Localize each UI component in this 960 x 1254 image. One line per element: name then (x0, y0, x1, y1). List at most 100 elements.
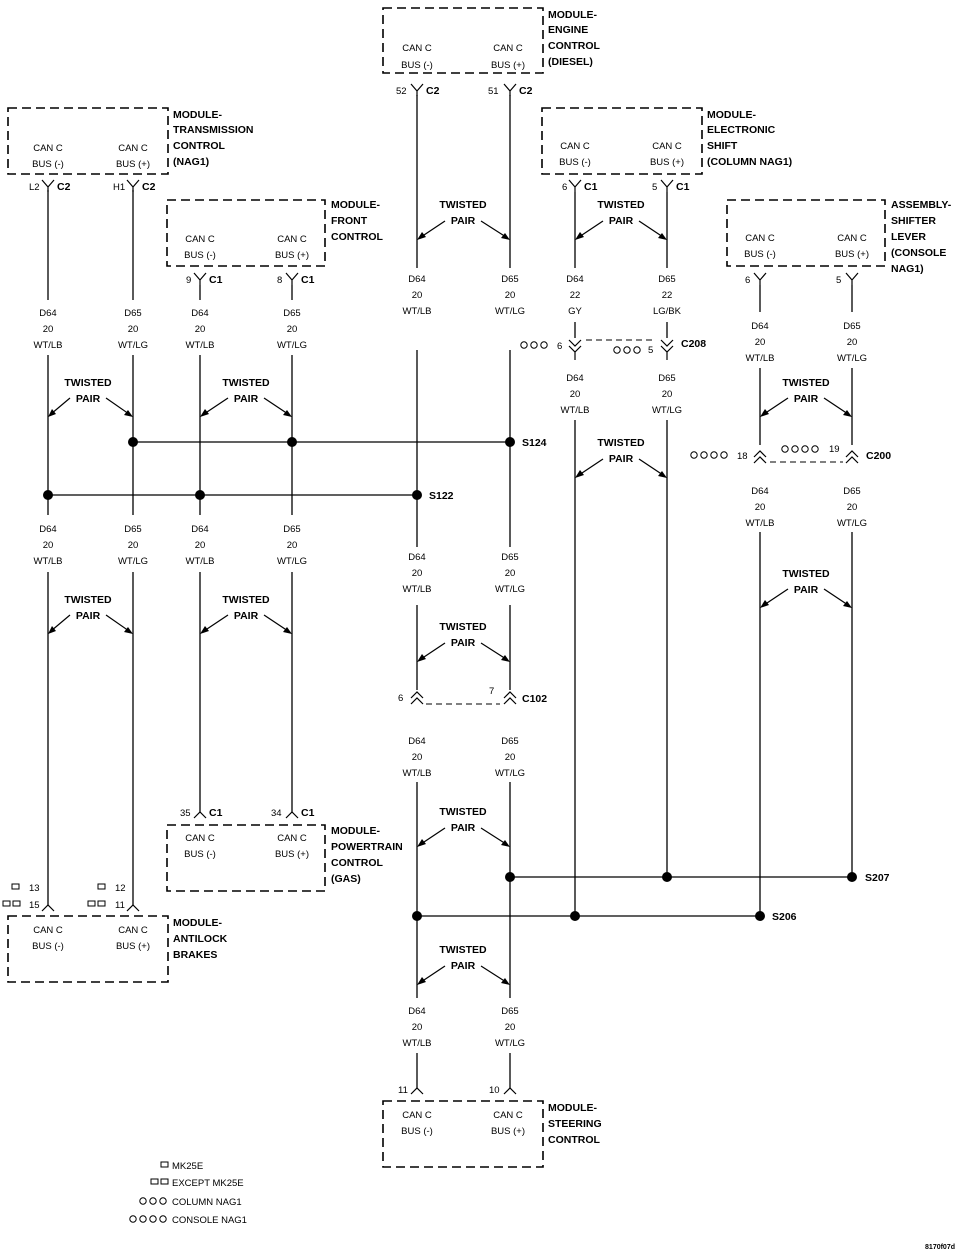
esm-name-line2: ELECTRONIC (707, 124, 776, 136)
svg-text:20: 20 (412, 568, 423, 579)
legend-column-marker-c (159, 1197, 167, 1205)
esm-bus-minus-line1: CAN C (560, 141, 590, 152)
svg-text:WT/LB: WT/LB (185, 340, 214, 351)
svg-text:PAIR: PAIR (609, 453, 634, 465)
scm-bus-minus-line1: CAN C (402, 1110, 432, 1121)
wire-label-trunk-d64-a: D64 20 WT/LB (402, 552, 431, 595)
asl-pin6-symbol (753, 272, 767, 285)
twisted-pair-tcm-lower: TWISTED PAIR (48, 594, 133, 634)
svg-text:WT/LG: WT/LG (277, 340, 307, 351)
twisted-pair-trunk-b: TWISTED PAIR (417, 806, 510, 847)
svg-text:20: 20 (287, 540, 298, 551)
asl-name-line1: ASSEMBLY- (891, 199, 952, 211)
esm-bus-minus-line2: BUS (-) (559, 157, 591, 168)
asl-pin-plus: 5 (836, 275, 841, 286)
abs-plus-except-marker-a (87, 900, 96, 907)
module-electronic-shift: CAN C BUS (-) CAN C BUS (+) MODULE- ELEC… (541, 107, 792, 175)
esm-bus-plus-line1: CAN C (652, 141, 682, 152)
svg-text:20: 20 (505, 568, 516, 579)
esm-pin-minus: 6 (562, 182, 567, 193)
svg-text:WT/LG: WT/LG (495, 768, 525, 779)
ecm-pin52-symbol (410, 83, 424, 96)
ecm-name-line4: (DIESEL) (548, 56, 593, 68)
esm-name-line4: (COLUMN NAG1) (707, 156, 792, 168)
c200-pin-minus: 18 (737, 451, 748, 462)
abs-pin-minus-except: 15 (29, 900, 40, 911)
wire-label-trunk-d65-c: D65 20 WT/LG (495, 1006, 525, 1049)
ecm-name-line1: MODULE- (548, 9, 597, 21)
wire-label-esm-d65-20: D65 20 WT/LG (652, 373, 682, 416)
svg-text:D64: D64 (751, 486, 768, 497)
legend: MK25E EXCEPT MK25E COLUMN NAG1 CONSOLE N… (129, 1161, 247, 1226)
svg-text:20: 20 (412, 752, 423, 763)
c208-minus-marker-b (530, 341, 538, 349)
ecm-pin-plus: 51 (488, 86, 499, 97)
asl-bus-minus-line2: BUS (-) (744, 249, 776, 260)
scm-pin11-symbol (410, 1087, 424, 1095)
tcm-connector-minus: C2 (57, 181, 71, 193)
svg-text:WT/LB: WT/LB (402, 584, 431, 595)
wire-label-ecm-d64: D64 20 WT/LB (402, 274, 431, 317)
c208-plus-marker-c (633, 346, 641, 354)
svg-text:TWISTED: TWISTED (439, 621, 487, 633)
wire-label-ecm-d65: D65 20 WT/LG (495, 274, 525, 317)
svg-text:WT/LG: WT/LG (837, 353, 867, 364)
fcm-name-line3: CONTROL (331, 231, 383, 243)
pcm-name-line2: POWERTRAIN (331, 841, 403, 853)
svg-text:WT/LB: WT/LB (402, 1038, 431, 1049)
legend-console-marker-b (139, 1215, 147, 1223)
tcm-connector-plus: C2 (142, 181, 156, 193)
wire-label-tcm-d64-lower: D64 20 WT/LB (33, 524, 62, 567)
tcm-bus-plus-line1: CAN C (118, 143, 148, 154)
svg-text:20: 20 (505, 1022, 516, 1033)
scm-pin-plus: 10 (489, 1085, 500, 1096)
svg-text:D64: D64 (408, 1006, 425, 1017)
tcm-name-line4: (NAG1) (173, 156, 209, 168)
c200-plus-marker-c (801, 445, 809, 453)
svg-text:PAIR: PAIR (76, 610, 101, 622)
svg-text:WT/LG: WT/LG (118, 340, 148, 351)
splice-s206-c (755, 911, 765, 921)
fcm-pin9-symbol (193, 272, 207, 285)
pcm-name-line1: MODULE- (331, 825, 380, 837)
esm-pin-plus: 5 (652, 182, 657, 193)
abs-pin12-symbol (126, 904, 140, 912)
svg-text:20: 20 (505, 290, 516, 301)
svg-text:PAIR: PAIR (76, 393, 101, 405)
ecm-bus-plus-line1: CAN C (493, 43, 523, 54)
svg-text:WT/LG: WT/LG (495, 306, 525, 317)
legend-except-mk25e: EXCEPT MK25E (172, 1178, 244, 1189)
splice-s124-c (505, 437, 515, 447)
tcm-bus-plus-line2: BUS (+) (116, 159, 150, 170)
c208-plus-marker-a (613, 346, 621, 354)
asl-pin5-symbol (845, 272, 859, 285)
svg-text:PAIR: PAIR (451, 215, 476, 227)
abs-plus-except-marker-b (97, 900, 106, 907)
wire-label-fcm-d64-lower: D64 20 WT/LB (185, 524, 214, 567)
pcm-pin-plus: 34 (271, 808, 282, 819)
twisted-pair-asl-upper: TWISTED PAIR (760, 377, 852, 417)
wire-label-trunk-d64-c: D64 20 WT/LB (402, 1006, 431, 1049)
svg-text:WT/LB: WT/LB (33, 340, 62, 351)
module-engine-control: CAN C BUS (-) CAN C BUS (+) MODULE- ENGI… (382, 7, 600, 74)
abs-pin-minus-mk25e: 13 (29, 883, 40, 894)
splice-s124-b (287, 437, 297, 447)
connectors (41, 83, 859, 1095)
module-transmission-control: CAN C BUS (-) CAN C BUS (+) MODULE- TRAN… (7, 107, 254, 175)
svg-text:PAIR: PAIR (794, 393, 819, 405)
svg-text:D65: D65 (843, 321, 860, 332)
svg-text:LG/BK: LG/BK (653, 306, 682, 317)
c208-pin5-symbol (660, 339, 674, 360)
pcm-bus-plus-line1: CAN C (277, 833, 307, 844)
svg-text:D65: D65 (124, 524, 141, 535)
tcm-bus-minus-line1: CAN C (33, 143, 63, 154)
esm-pin5-symbol (660, 179, 674, 192)
svg-text:WT/LB: WT/LB (185, 556, 214, 567)
esm-bus-plus-line2: BUS (+) (650, 157, 684, 168)
wire-label-trunk-d65-b: D65 20 WT/LG (495, 736, 525, 779)
c200-plus-marker-d (811, 445, 819, 453)
pcm-bus-plus-line2: BUS (+) (275, 849, 309, 860)
esm-pin6-symbol (568, 179, 582, 192)
svg-text:20: 20 (43, 324, 54, 335)
abs-minus-mk25e-marker (11, 883, 20, 890)
